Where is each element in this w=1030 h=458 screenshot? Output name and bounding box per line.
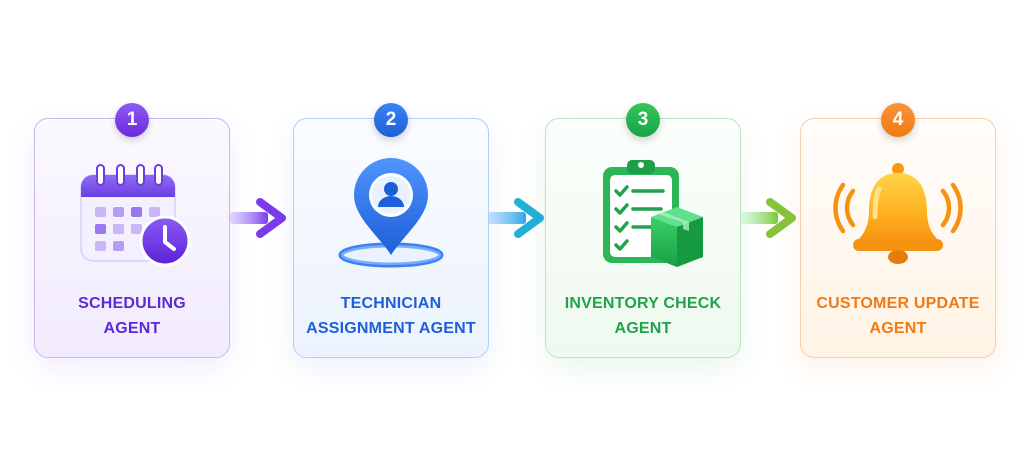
step-label-line: AGENT bbox=[869, 320, 927, 337]
step-card-inventory-check: 3 bbox=[545, 103, 741, 358]
step-number-badge: 3 bbox=[626, 103, 660, 137]
step-number-badge: 2 bbox=[374, 103, 408, 137]
step-label-line: AGENT bbox=[614, 320, 672, 337]
step-label-line: TECHNICIAN bbox=[340, 295, 442, 312]
step-card-technician-assignment: 2 TECHNICIAN ASSIGNMENT AGENT bbox=[293, 103, 489, 358]
step-label-line: SCHEDULING bbox=[78, 295, 186, 312]
step-label: CUSTOMER UPDATE AGENT bbox=[801, 291, 995, 341]
step-label: TECHNICIAN ASSIGNMENT AGENT bbox=[294, 291, 488, 341]
step-card-customer-update: 4 CUS bbox=[800, 103, 996, 358]
step-label-line: INVENTORY CHECK bbox=[564, 295, 722, 312]
step-number-badge: 4 bbox=[881, 103, 915, 137]
step-number-badge: 1 bbox=[115, 103, 149, 137]
step-label: SCHEDULING AGENT bbox=[35, 291, 229, 341]
flow-arrow-icon bbox=[740, 198, 796, 238]
step-label-line: CUSTOMER UPDATE bbox=[816, 295, 980, 312]
bell-icon bbox=[833, 163, 963, 264]
calendar-clock-icon bbox=[80, 164, 191, 267]
step-label-line: ASSIGNMENT AGENT bbox=[306, 320, 476, 337]
location-pin-person-icon bbox=[338, 158, 444, 268]
step-label-line: AGENT bbox=[103, 320, 161, 337]
flow-arrow-icon bbox=[230, 198, 286, 238]
step-card-scheduling: 1 bbox=[34, 103, 230, 358]
flow-arrow-icon bbox=[488, 198, 544, 238]
clipboard-box-icon bbox=[603, 160, 703, 267]
step-label: INVENTORY CHECK AGENT bbox=[546, 291, 740, 341]
